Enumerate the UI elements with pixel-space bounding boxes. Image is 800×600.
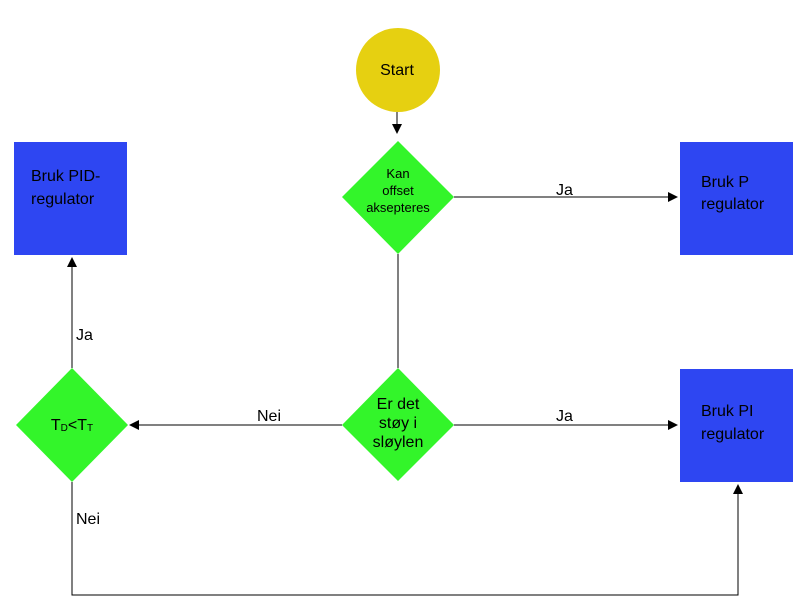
decision-noise-diamond: [342, 368, 454, 481]
process-p-line-2: regulator: [701, 196, 765, 213]
process-p-box: [680, 142, 793, 255]
decision-offset-node: Kan offset aksepteres: [342, 141, 454, 254]
process-p-line-1: Bruk P: [701, 174, 749, 191]
decision-time-sub-2: T: [87, 423, 93, 434]
start-circle: [356, 28, 440, 112]
decision-time-main-1: T: [51, 417, 61, 434]
decision-time-diamond: [16, 368, 128, 482]
decision-noise-line-1: Er det: [377, 396, 420, 413]
process-pid-line-1: Bruk PID-: [31, 168, 100, 185]
decision-offset-line-1: Kan: [386, 166, 409, 181]
edge-label-time-to-pi: Nei: [76, 511, 100, 528]
connectors: [67, 112, 743, 596]
decision-time-node: TD<TT: [16, 368, 128, 482]
edge-label-noise-to-time: Nei: [257, 408, 281, 425]
edge-label-noise-to-pi: Ja: [556, 408, 573, 425]
edge-label-offset-to-p: Ja: [556, 182, 573, 199]
decision-time-main-2: T: [77, 417, 87, 434]
decision-offset-diamond: [342, 141, 454, 254]
start-node: Start: [356, 28, 440, 112]
decision-time-op: <: [68, 417, 77, 434]
edge-labels: Ja Ja Nei Ja Nei: [76, 182, 573, 528]
edge-time-to-pi: [71, 482, 743, 596]
decision-noise-line-2: støy i: [379, 415, 417, 432]
process-pi-box: [680, 369, 793, 482]
process-pid-node: Bruk PID- regulator: [14, 142, 127, 255]
edge-label-time-to-pid: Ja: [76, 327, 93, 344]
start-label: Start: [380, 62, 414, 79]
process-pid-box: [14, 142, 127, 255]
process-pi-line-1: Bruk PI: [701, 403, 753, 420]
decision-time-label: TD<TT: [51, 417, 93, 434]
decision-noise-node: Er det støy i sløylen: [342, 368, 454, 481]
process-pid-line-2: regulator: [31, 191, 95, 208]
process-pi-line-2: regulator: [701, 426, 765, 443]
decision-offset-line-2: offset: [382, 183, 414, 198]
decision-noise-line-3: sløylen: [373, 434, 424, 451]
decision-offset-line-3: aksepteres: [366, 200, 430, 215]
process-p-node: Bruk P regulator: [680, 142, 793, 255]
decision-time-sub-1: D: [61, 423, 68, 434]
process-pi-node: Bruk PI regulator: [680, 369, 793, 482]
